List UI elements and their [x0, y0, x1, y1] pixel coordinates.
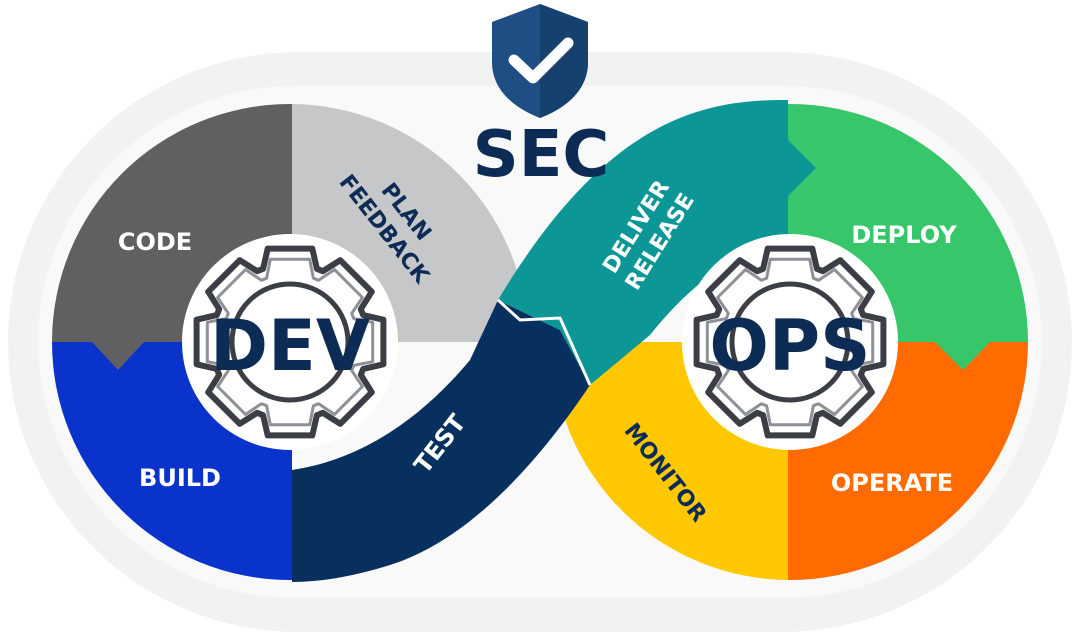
- gear-inner-outline: [205, 257, 375, 427]
- notch-plan-code: [292, 140, 322, 196]
- segment-test: [292, 300, 590, 582]
- stage-label-build: BUILD: [139, 464, 221, 492]
- gear-icon: [193, 245, 387, 439]
- gear-ring: [729, 281, 851, 403]
- hub-label-ops: OPS: [709, 305, 870, 387]
- segment-deliver-release: [498, 100, 788, 385]
- ops-gear-hub: [682, 234, 898, 450]
- hub-label-dev: DEV: [210, 305, 370, 387]
- sec-label: SEC: [473, 118, 610, 192]
- notch-monitor-operate: [760, 488, 788, 544]
- notch-code-build: [92, 342, 144, 370]
- stage-label-deploy: DEPLOY: [851, 221, 957, 249]
- notch-deploy-operate: [935, 342, 990, 370]
- band-seam: [496, 298, 592, 386]
- dev-gear-hub: [182, 234, 398, 450]
- notch-deliver-deploy: [788, 140, 816, 196]
- gear-ring: [229, 281, 351, 403]
- shield-check-icon: [492, 4, 588, 118]
- stage-label-operate: OPERATE: [831, 469, 953, 497]
- gear-icon: [693, 245, 887, 439]
- gear-inner-outline: [705, 257, 875, 427]
- stage-label-code: CODE: [118, 228, 192, 256]
